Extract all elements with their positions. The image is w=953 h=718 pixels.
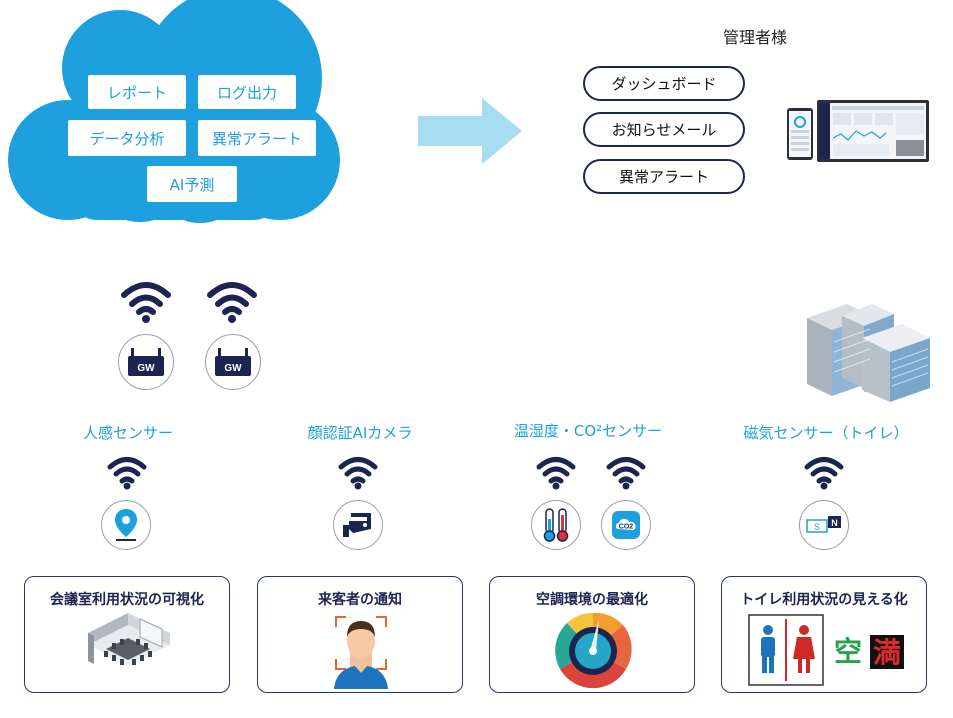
- co2-icon: CO2: [612, 511, 640, 539]
- usecase-title: 来客者の通知: [318, 592, 402, 608]
- gateway-icon: GW: [128, 348, 164, 376]
- sensor-label-face-ai-camera: 顔認証AIカメラ: [307, 424, 413, 442]
- wifi-icon: [606, 457, 646, 490]
- usecase-title: 空調環境の最適化: [536, 592, 648, 608]
- vacant-sign: 空: [834, 635, 862, 668]
- security-camera-icon: [343, 513, 371, 537]
- usecase-title: 会議室利用状況の可視化: [50, 592, 204, 608]
- sensor-label-motion: 人感センサー: [82, 424, 173, 442]
- usecase-hvac-optimize: 空調環境の最適化: [489, 576, 695, 693]
- email-notification-pill: お知らせメール: [583, 112, 745, 147]
- wifi-icon: [207, 282, 257, 323]
- magnet-s-label: S: [814, 522, 820, 532]
- face-scan-icon: [334, 616, 388, 689]
- wifi-icon: [804, 457, 844, 490]
- co2-text: CO2: [619, 524, 634, 531]
- anomaly-alert-pill: 異常アラート: [583, 159, 745, 194]
- cloud-item-data-analysis: データ分析: [68, 120, 186, 156]
- gateway-badge: GW: [205, 334, 261, 390]
- gateway-icon: GW: [215, 348, 251, 376]
- sensor-label-temp-humidity-co2: 温湿度・CO²センサー: [513, 422, 663, 440]
- wifi-icon: [121, 282, 171, 323]
- gauge-icon: [555, 612, 632, 689]
- usecase-restroom-status: トイレ利用状況の見える化 空 満: [721, 576, 927, 693]
- cloud-item-anomaly-alert: 異常アラート: [198, 120, 316, 156]
- location-pin-icon: [115, 509, 137, 541]
- camera-badge: [333, 500, 383, 550]
- usecase-meeting-room: 会議室利用状況の可視化: [24, 576, 230, 693]
- co2-badge: CO2: [601, 500, 651, 550]
- gateway-label: GW: [137, 363, 155, 374]
- magnetic-sensor-icon: S N: [806, 516, 841, 533]
- full-sign: 満: [873, 636, 901, 669]
- dashboard-pill: ダッシュボード: [583, 66, 745, 101]
- office-building-icon: [807, 304, 930, 402]
- cloud-item-ai-prediction: AI予測: [147, 166, 237, 202]
- dashboard-devices-icon: [787, 100, 929, 162]
- usecase-visitor-notify: 来客者の通知: [257, 576, 463, 693]
- thermometer-badge: [531, 500, 581, 550]
- wifi-icon: [338, 457, 378, 490]
- restroom-status-icon: 空 満: [748, 614, 904, 686]
- gateway-label: GW: [224, 363, 242, 374]
- cloud-item-log-output: ログ出力: [198, 75, 296, 109]
- magnetic-sensor-badge: S N: [799, 500, 849, 550]
- motion-sensor-badge: [101, 500, 151, 550]
- meeting-room-icon: [88, 613, 170, 665]
- wifi-icon: [107, 457, 147, 490]
- thermometer-icon: [543, 508, 569, 542]
- gateway-badge: GW: [118, 334, 174, 390]
- usecase-title: トイレ利用状況の見える化: [740, 592, 908, 608]
- magnet-n-label: N: [831, 518, 838, 528]
- cloud-item-report: レポート: [88, 75, 186, 109]
- admin-title: 管理者様: [722, 28, 787, 47]
- sensor-label-magnetic-toilet: 磁気センサー（トイレ）: [743, 424, 909, 442]
- wifi-icon: [536, 457, 576, 490]
- flow-arrow-icon: [418, 98, 522, 164]
